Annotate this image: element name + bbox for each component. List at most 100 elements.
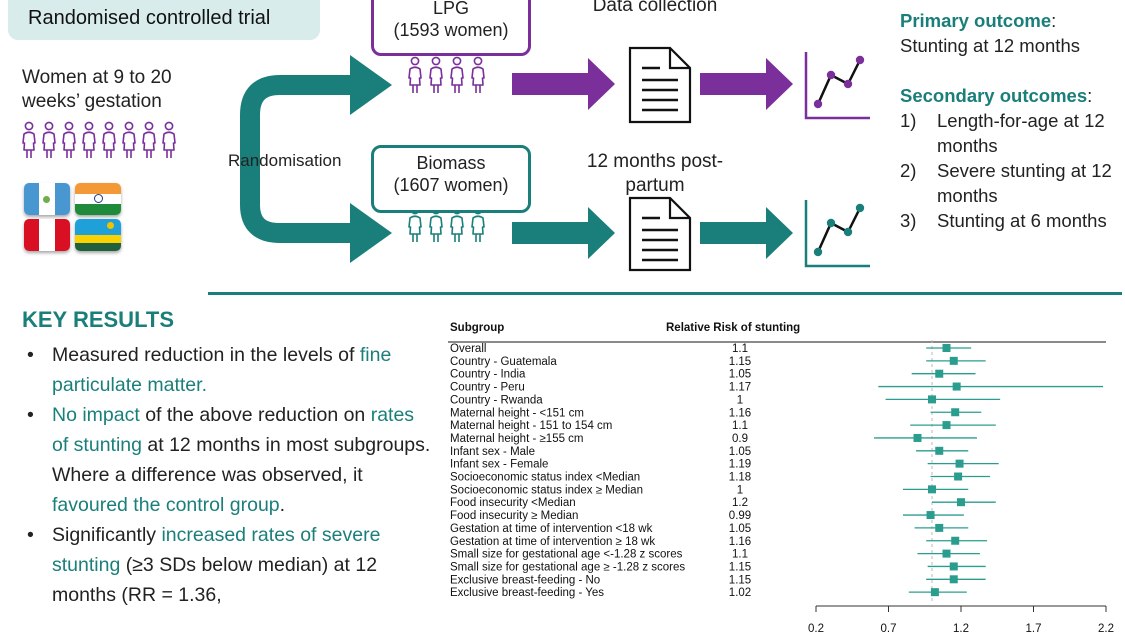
forest-point-marker: [942, 549, 951, 558]
forest-row-value: 1.15: [729, 561, 751, 573]
forest-row-label: Socioeconomic status index ≥ Median: [450, 484, 643, 496]
woman-icon: [142, 121, 156, 159]
forest-point-marker: [926, 511, 935, 520]
trend-chart-icon-biomass: [804, 200, 870, 268]
trend-chart-icon-lpg: [804, 52, 870, 120]
forest-row-label: Country - Guatemala: [450, 356, 557, 368]
india-flag-icon: [75, 183, 121, 215]
forest-point-marker: [949, 562, 958, 571]
forest-row-value: 1: [737, 484, 743, 496]
randomisation-bracket: [240, 75, 355, 198]
peru-flag-icon: [24, 219, 70, 251]
forest-point-marker: [935, 369, 944, 378]
biomass-arm-count: (1607 women): [393, 175, 509, 195]
outcomes-panel: Primary outcome: Stunting at 12 months S…: [900, 8, 1120, 233]
forest-row-label: Exclusive breast-feeding - No: [450, 574, 600, 586]
woman-icon: [450, 56, 464, 94]
forest-point-marker: [951, 408, 960, 417]
forest-row-label: Country - Rwanda: [450, 394, 543, 406]
woman-icon: [471, 56, 485, 94]
forest-x-tick-label: 0.2: [808, 623, 824, 635]
lpg-arm-name: LPG: [432, 0, 470, 18]
lpg-arrow-1: [588, 58, 615, 110]
forest-row-label: Maternal height - ≥155 cm: [450, 433, 584, 445]
forest-row-value: 1.05: [729, 446, 751, 458]
forest-row-value: 1.2: [732, 497, 748, 509]
forest-point-marker: [935, 523, 944, 532]
woman-icon: [82, 121, 96, 159]
forest-point-marker: [955, 459, 964, 468]
forest-row-value: 1.1: [732, 343, 748, 355]
forest-row-value: 1.18: [729, 472, 751, 484]
forest-row-label: Country - India: [450, 369, 526, 381]
lpg-arm-box: LPG (1593 women): [371, 0, 531, 56]
forest-row-label: Food insecurity <Median: [450, 497, 576, 509]
forest-row-value: 1.16: [729, 407, 751, 419]
rwanda-flag-icon: [75, 219, 121, 251]
section-divider: [208, 292, 1122, 295]
forest-point-marker: [949, 575, 958, 584]
woman-icon: [122, 121, 136, 159]
forest-x-tick-label: 0.7: [881, 623, 897, 635]
forest-row-value: 1: [737, 394, 743, 406]
secondary-outcome-item: 2)Severe stunting at 12 months: [900, 160, 1112, 206]
forest-x-tick-label: 2.2: [1098, 623, 1114, 635]
woman-icon: [22, 121, 36, 159]
population-women-icons: [22, 121, 176, 159]
key-results-list: Measured reduction in the levels of fine…: [22, 340, 432, 610]
forest-row-label: Infant sex - Female: [450, 459, 548, 471]
document-icon-biomass: [628, 196, 692, 272]
forest-x-tick-label: 1.7: [1026, 623, 1042, 635]
forest-row-value: 1.05: [729, 523, 751, 535]
primary-outcome-text: Stunting at 12 months: [900, 35, 1080, 56]
forest-row-label: Infant sex - Male: [450, 446, 535, 458]
population-label: Women at 9 to 20 weeks’ gestation: [22, 67, 172, 112]
forest-point-marker: [928, 395, 936, 404]
woman-icon: [408, 56, 422, 94]
forest-point-marker: [949, 356, 958, 365]
forest-row-value: 1.02: [729, 587, 751, 599]
trial-design-badge: Randomised controlled trial: [8, 0, 320, 40]
forest-point-marker: [928, 485, 936, 494]
guatemala-flag-icon: [24, 183, 70, 215]
forest-row-label: Overall: [450, 343, 486, 355]
arrow-to-lpg: [350, 55, 392, 115]
forest-point-marker: [930, 588, 939, 597]
secondary-outcomes-heading: Secondary outcomes: [900, 85, 1088, 106]
forest-row-value: 1.05: [729, 369, 751, 381]
trial-flow-diagram: [22, 46, 870, 272]
key-results-title: KEY RESULTS: [22, 307, 174, 332]
forest-row-label: Gestation at time of intervention ≥ 18 w…: [450, 536, 655, 548]
woman-icon: [42, 121, 56, 159]
key-result-item: Significantly increased rates of severe …: [22, 520, 432, 610]
forest-x-tick-label: 1.2: [953, 623, 969, 635]
forest-row-value: 0.9: [732, 433, 748, 445]
forest-row-label: Maternal height - <151 cm: [450, 407, 584, 419]
secondary-outcome-item: 3)Stunting at 6 months: [900, 210, 1107, 231]
data-collection-label: Data collection: [592, 0, 718, 16]
biomass-arrow-2: [766, 207, 793, 259]
forest-row-label: Gestation at time of intervention <18 wk: [450, 523, 653, 535]
forest-row-label: Socioeconomic status index <Median: [450, 472, 640, 484]
forest-row-label: Small size for gestational age <-1.28 z …: [450, 549, 683, 561]
forest-col-subgroup: Subgroup: [450, 322, 504, 334]
arrow-to-biomass: [350, 203, 392, 263]
biomass-arm-box: Biomass (1607 women): [371, 145, 531, 213]
secondary-outcome-item: 1)Length-for-age at 12 months: [900, 110, 1105, 156]
forest-row-value: 1.19: [729, 459, 751, 471]
lpg-arm-count: (1593 women): [393, 20, 509, 40]
forest-row-value: 1.1: [732, 549, 748, 561]
forest-row-label: Exclusive breast-feeding - Yes: [450, 587, 604, 599]
forest-point-marker: [951, 536, 960, 545]
forest-row-value: 1.15: [729, 574, 751, 586]
key-result-item: No impact of the above reduction on rate…: [22, 400, 432, 520]
forest-point-marker: [952, 382, 961, 391]
primary-outcome-colon: :: [1051, 10, 1057, 31]
secondary-outcomes-colon: :: [1087, 85, 1093, 106]
randomisation-label: Randomisation: [228, 151, 342, 170]
forest-point-marker: [954, 472, 963, 481]
forest-row-label: Food insecurity ≥ Median: [450, 510, 578, 522]
forest-point-marker: [942, 421, 951, 430]
biomass-arrow-1: [588, 207, 615, 259]
